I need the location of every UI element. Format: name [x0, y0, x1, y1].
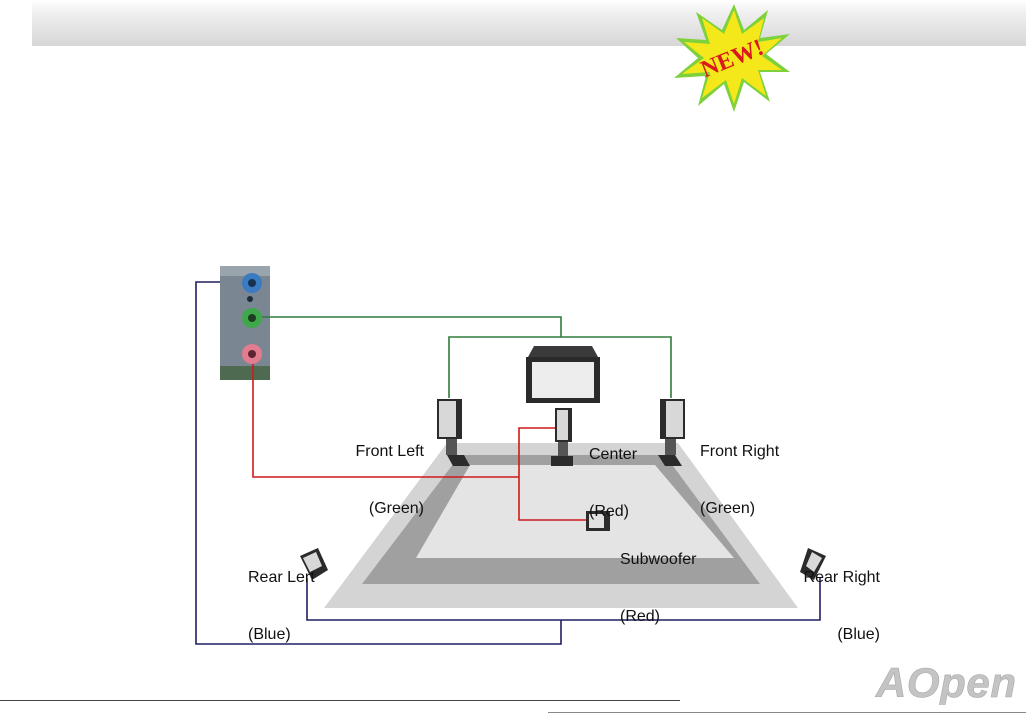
rear-right-name: Rear Right — [803, 569, 880, 586]
green-wire-front — [448, 336, 672, 398]
front-left-color: (Green) — [368, 500, 424, 517]
rear-right-color: (Blue) — [837, 626, 880, 643]
room-inner-floor — [416, 465, 734, 558]
header-band — [32, 0, 1026, 46]
rear-left-color: (Blue) — [248, 626, 291, 643]
aopen-logo: AOpen — [875, 659, 1017, 705]
footer-rule — [0, 700, 680, 701]
front-left-name: Front Left — [355, 443, 424, 460]
rear-right-label: Rear Right (Blue) — [780, 530, 880, 663]
subwoofer-name: Subwoofer — [620, 551, 697, 568]
green-wire — [262, 316, 562, 337]
front-left-speaker-icon — [437, 399, 470, 466]
footer-rule-secondary — [548, 712, 1026, 713]
subwoofer-icon — [586, 511, 610, 531]
front-right-speaker-icon — [658, 399, 685, 466]
red-wire-center — [518, 427, 586, 521]
badge-burst — [682, 10, 782, 104]
rear-right-speaker-icon — [800, 548, 826, 580]
red-wire — [252, 364, 519, 478]
navy-wire — [195, 281, 562, 645]
center-name: Center — [589, 446, 638, 463]
audio-jack-panel — [220, 266, 270, 380]
rear-left-name: Rear Lert — [248, 569, 315, 586]
front-right-name: Front Right — [700, 443, 780, 460]
center-speaker-icon — [551, 408, 573, 466]
subwoofer-color: (Red) — [620, 608, 661, 625]
front-right-color: (Green) — [700, 500, 756, 517]
rear-left-label: Rear Lert (Blue) — [248, 530, 315, 663]
new-badge: NEW! — [674, 4, 790, 112]
navy-wire-rear — [306, 578, 821, 621]
subwoofer-label: Subwoofer (Red) — [620, 512, 697, 645]
aopen-logo-text: AOpen — [875, 659, 1016, 705]
tv-icon — [526, 346, 600, 403]
rear-left-speaker-icon — [300, 548, 328, 580]
front-left-label: Front Left (Green) — [330, 404, 424, 537]
center-color: (Red) — [589, 503, 630, 520]
center-label: Center (Red) — [589, 407, 637, 540]
front-right-label: Front Right (Green) — [700, 404, 779, 537]
